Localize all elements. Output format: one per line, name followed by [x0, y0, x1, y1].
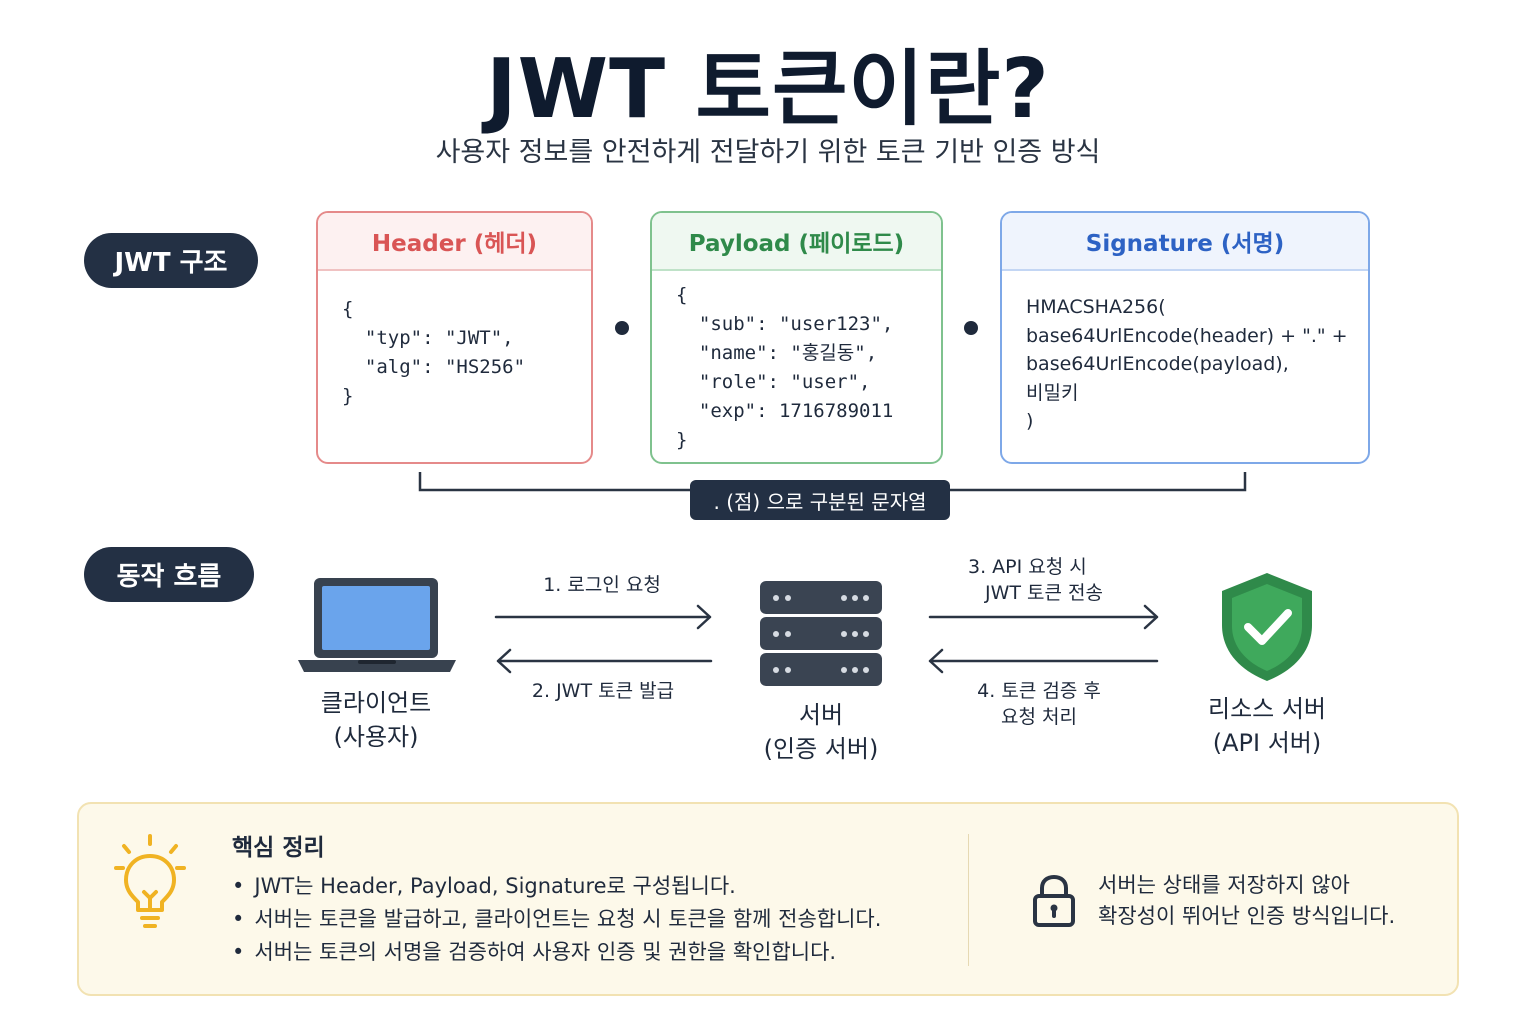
client-label: 클라이언트 (사용자): [320, 689, 432, 751]
laptop-icon: [298, 578, 456, 672]
step-4-label: 4. 토큰 검증 후 요청 처리: [977, 680, 1101, 728]
resource-server-label: 리소스 서버 (API 서버): [1207, 695, 1327, 757]
shield-check-icon: [1222, 573, 1312, 681]
auth-server-label: 서버 (인증 서버): [763, 701, 879, 763]
separator-dot-2: [964, 321, 978, 335]
header-box: Header (헤더) { "typ": "JWT", "alg": "HS25…: [316, 211, 593, 464]
summary-divider: [968, 834, 969, 966]
summary-points: JWT는 Header, Payload, Signature로 구성됩니다. …: [232, 870, 881, 969]
page-subtitle: 사용자 정보를 안전하게 전달하기 위한 토큰 기반 인증 방식: [435, 137, 1101, 168]
list-item: JWT는 Header, Payload, Signature로 구성됩니다.: [232, 870, 881, 903]
payload-box: Payload (페이로드) { "sub": "user123", "name…: [650, 211, 943, 464]
payload-box-code: { "sub": "user123", "name": "홍길동", "role…: [676, 284, 894, 451]
list-item: 서버는 토큰을 발급하고, 클라이언트는 요청 시 토큰을 함께 전송합니다.: [232, 903, 881, 936]
step-2-label: 2. JWT 토큰 발급: [531, 680, 675, 702]
summary-side-note: 서버는 상태를 저장하지 않아 확장성이 뛰어난 인증 방식입니다.: [1098, 873, 1396, 928]
header-box-title: Header (헤더): [318, 213, 591, 271]
payload-box-title: Payload (페이로드): [652, 213, 941, 271]
header-box-code: { "typ": "JWT", "alg": "HS256" }: [342, 298, 526, 407]
step-1-label: 1. 로그인 요청: [543, 574, 661, 596]
lightbulb-icon: [114, 834, 186, 928]
page-title: JWT 토큰이란?: [486, 42, 1050, 137]
summary-title: 핵심 정리: [232, 835, 325, 861]
signature-box-code: HMACSHA256( base64UrlEncode(header) + ".…: [1026, 296, 1348, 432]
list-item: 서버는 토큰의 서명을 검증하여 사용자 인증 및 권한을 확인합니다.: [232, 936, 881, 969]
signature-box: Signature (서명) HMACSHA256( base64UrlEnco…: [1000, 211, 1370, 464]
signature-box-title: Signature (서명): [1002, 213, 1368, 271]
step-3-label: 3. API 요청 시 JWT 토큰 전송: [968, 556, 1103, 604]
section-pill-flow: 동작 흐름: [84, 547, 254, 602]
server-icon: [760, 581, 882, 686]
section-pill-structure: JWT 구조: [84, 233, 258, 288]
separator-label: . (점) 으로 구분된 문자열: [690, 480, 950, 520]
lock-icon: [1033, 875, 1075, 927]
separator-dot-1: [615, 321, 629, 335]
